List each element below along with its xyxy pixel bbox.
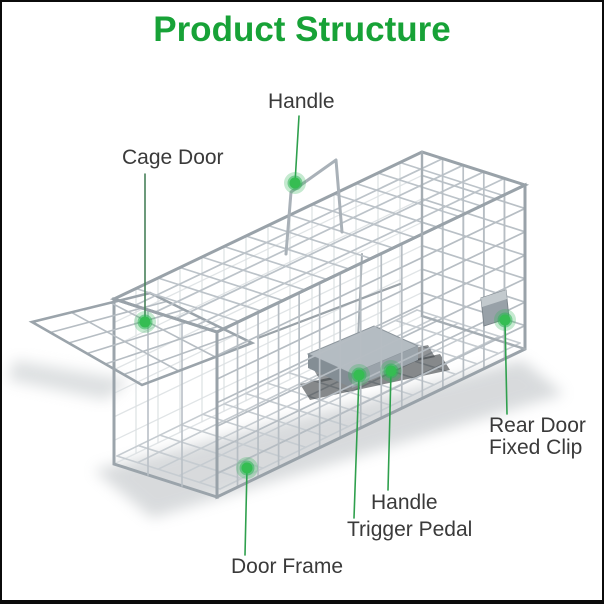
annotation-marker-handle-top [284,115,306,194]
handle-part [284,158,344,256]
cage-open-door [28,253,402,387]
cage-frame-edges [109,150,530,500]
annotation-marker-door-frame [236,457,258,556]
annotation-marker-handle-bottom [380,360,402,491]
annotation-marker-rear-door-fixed-clip [494,309,516,415]
label-trigger-pedal: Trigger Pedal [347,518,473,541]
label-handle-top: Handle [268,90,335,113]
label-rear-door-fixed-clip: Rear Door Fixed Clip [489,414,586,459]
annotation-marker-trigger-pedal [348,364,370,519]
label-door-frame: Door Frame [231,555,344,578]
cage-shadow [8,360,564,518]
label-handle-bottom: Handle [371,491,438,514]
label-cage-door: Cage Door [122,146,224,169]
annotation-marker-cage-door [134,173,156,333]
page-title: Product Structure [153,10,451,49]
